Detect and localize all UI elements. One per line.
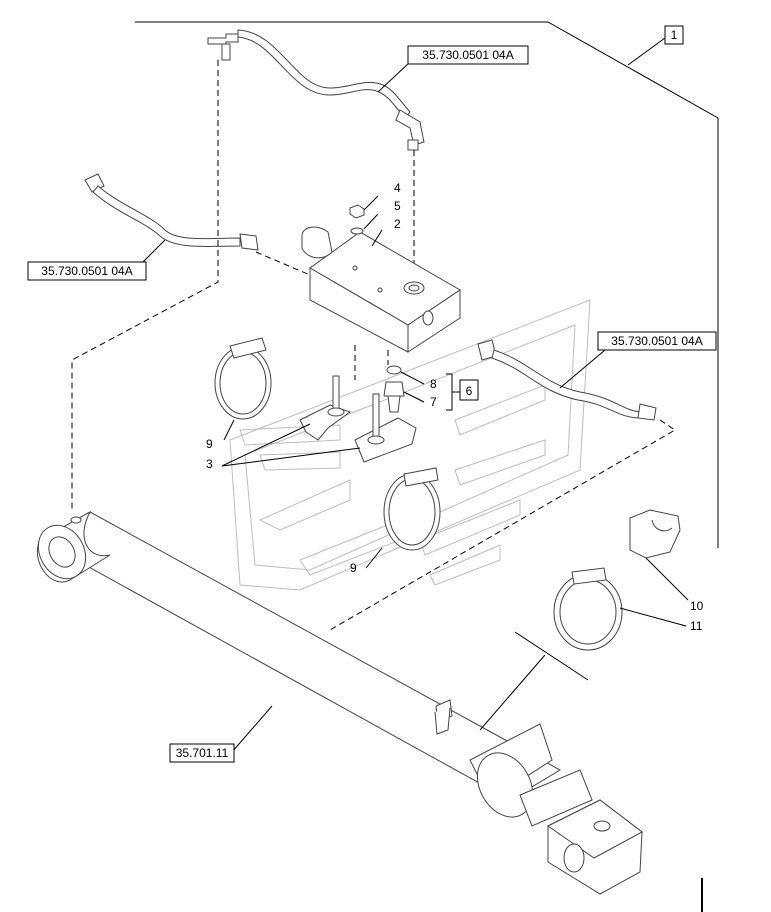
callout-9-lower: 9 xyxy=(350,561,357,575)
right-hydraulic-hose xyxy=(477,339,657,421)
callout-10-leader xyxy=(645,557,689,601)
top-hydraulic-hose xyxy=(207,29,425,151)
ref-top-leader xyxy=(377,61,411,93)
callout-9-upper: 9 xyxy=(206,437,213,451)
ref-right-link[interactable]: 35.730.0501 04A xyxy=(597,331,717,351)
ref-left-leader xyxy=(139,239,166,266)
callout-8: 8 xyxy=(430,377,437,391)
connection-line-2 xyxy=(255,251,311,276)
svg-text:1: 1 xyxy=(671,28,678,42)
svg-text:35.730.0501 04A: 35.730.0501 04A xyxy=(422,48,513,62)
callout-3-leader-b xyxy=(221,447,361,467)
connection-line-6 xyxy=(329,419,676,631)
callout-11: 11 xyxy=(690,619,703,633)
ref-left-link[interactable]: 35.730.0501 04A xyxy=(27,261,147,281)
callout-1-leader xyxy=(627,37,666,66)
callout-1[interactable]: 1 xyxy=(664,25,684,45)
callout-9a-leader xyxy=(223,419,235,441)
nut-part xyxy=(349,204,365,235)
callout-11-leader xyxy=(619,607,687,627)
callout-10: 10 xyxy=(690,599,704,613)
svg-text:35.730.0501 04A: 35.730.0501 04A xyxy=(611,334,702,348)
callout-6: 6 xyxy=(459,379,479,401)
hydraulic-cylinder xyxy=(36,510,643,895)
frame-leader xyxy=(135,21,719,548)
left-hydraulic-hose xyxy=(84,173,259,251)
callout-6-bracket xyxy=(446,373,453,411)
callout-2: 2 xyxy=(394,217,401,231)
ref-top-link[interactable]: 35.730.0501 04A xyxy=(407,45,529,65)
callout-2-leader xyxy=(371,229,383,247)
valve-block xyxy=(301,226,461,353)
cylinder-break-mark xyxy=(479,631,589,731)
mounting-bracket xyxy=(299,375,417,463)
hose-clamp-middle xyxy=(383,467,441,551)
callout-5-leader xyxy=(363,213,379,230)
callout-4: 4 xyxy=(394,181,401,195)
callout-5: 5 xyxy=(394,199,401,213)
saddle-part xyxy=(629,509,681,559)
svg-text:6: 6 xyxy=(466,384,473,398)
ref-cylinder-link[interactable]: 35.701.11 xyxy=(169,743,235,763)
callout-7: 7 xyxy=(430,395,437,409)
svg-text:35.730.0501 04A: 35.730.0501 04A xyxy=(41,264,132,278)
fitting-part xyxy=(383,365,405,413)
hose-clamp-lower xyxy=(553,567,623,651)
callout-9b-leader xyxy=(365,547,383,569)
connection-line-1 xyxy=(71,60,219,512)
callout-4-leader xyxy=(363,195,379,211)
svg-text:35.701.11: 35.701.11 xyxy=(176,746,229,760)
ref-cylinder-leader xyxy=(231,705,273,753)
hose-clamp-upper xyxy=(214,337,272,420)
callout-8-leader xyxy=(400,371,425,385)
watermark-logo xyxy=(229,299,591,591)
callout-7-leader xyxy=(403,391,425,403)
ref-right-leader xyxy=(559,349,606,389)
callout-3-leader-a xyxy=(221,423,311,467)
callout-3: 3 xyxy=(206,457,213,471)
